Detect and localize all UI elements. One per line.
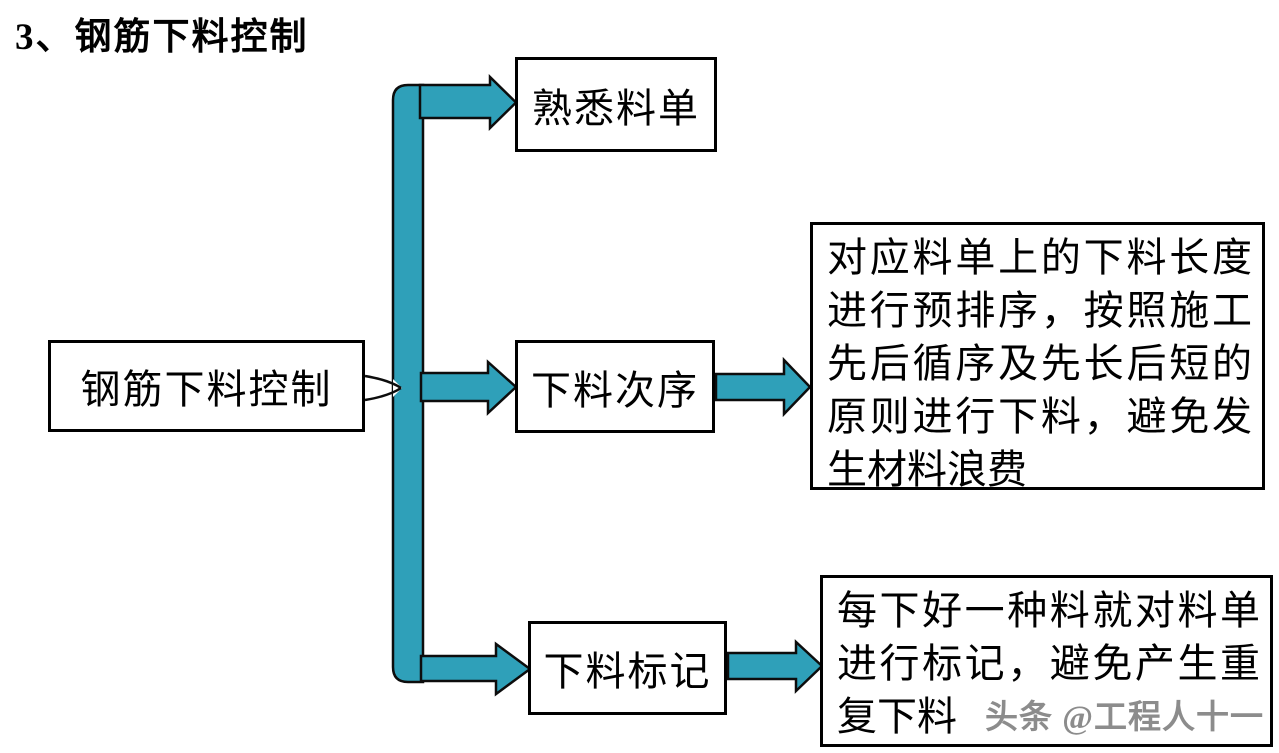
node-rebar-cutting-control: 钢筋下料控制 <box>48 340 365 432</box>
arrow-to-marking <box>419 641 533 697</box>
root-brace-bottom <box>364 386 402 402</box>
node-cutting-marking: 下料标记 <box>528 621 727 715</box>
branch-bar-shape <box>391 83 425 684</box>
arrow-to-sequence <box>419 359 518 416</box>
arrow-marking-to-detail <box>726 639 824 694</box>
page-title: 3、钢筋下料控制 <box>15 17 309 58</box>
detail-cutting-sequence-text: 对应料单上的下料长度进行预排序，按照施工先后循序及先长后短的原则进行下料，避免发… <box>810 222 1265 490</box>
watermark-toutiao: 头条 @工程人十一 <box>985 700 1264 736</box>
arrow-to-familiarize <box>418 74 518 131</box>
root-brace-top <box>364 374 402 390</box>
node-familiarize-material-list: 熟悉料单 <box>515 57 717 152</box>
detail-cutting-marking-text: 每下好一种料就对料单进行标记，避免产生重复下料 <box>820 575 1273 747</box>
node-cutting-sequence: 下料次序 <box>515 340 715 433</box>
arrow-sequence-to-detail <box>714 356 812 418</box>
